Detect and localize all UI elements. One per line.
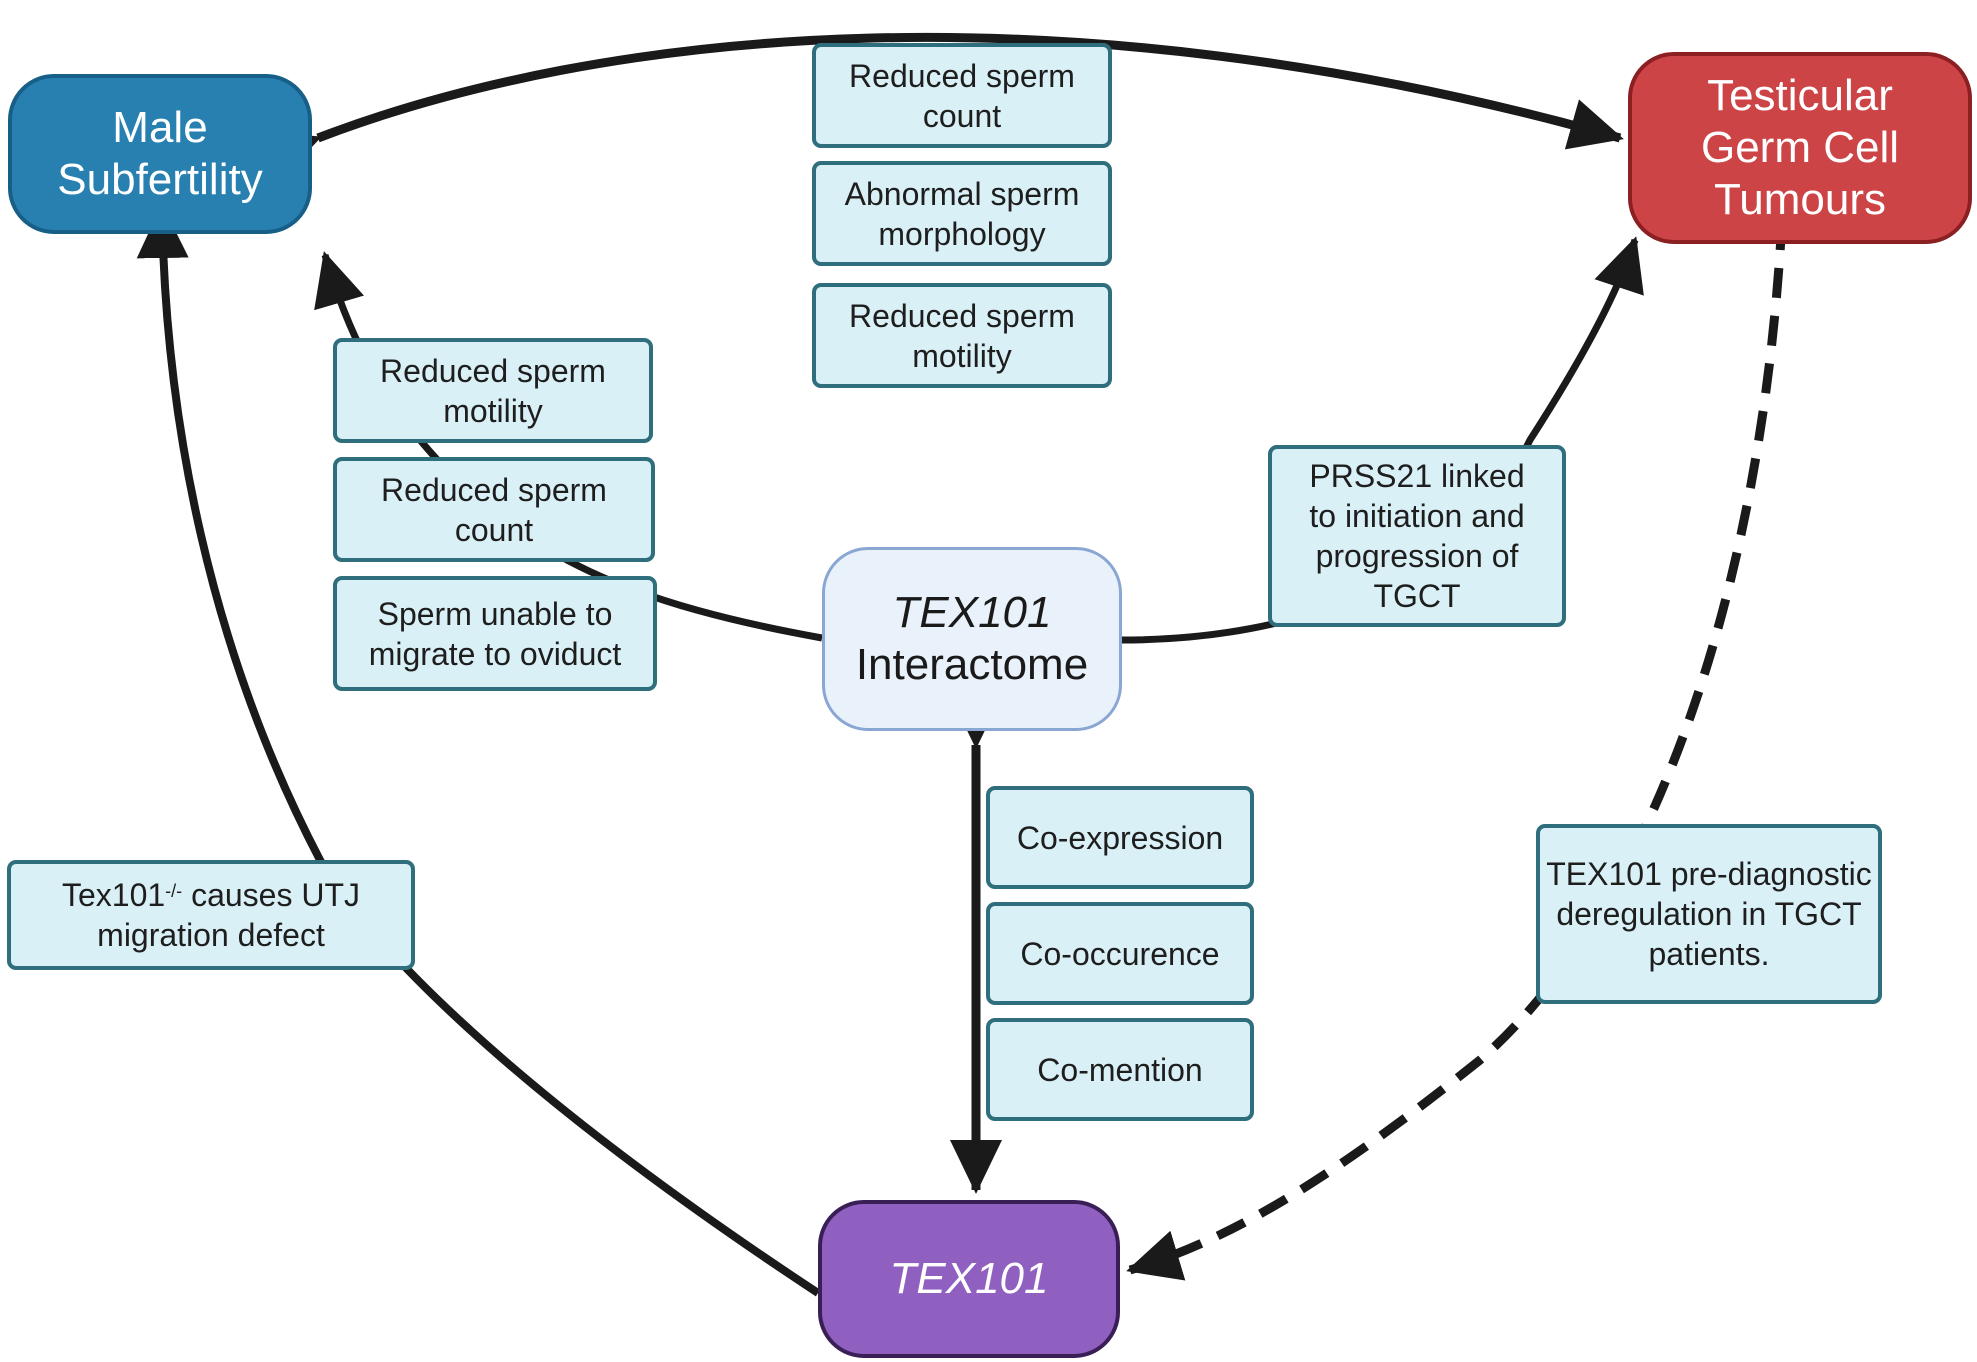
label-top-reduced-count: Reduced sperm count (812, 43, 1112, 148)
label-top-reduced-count-text: Reduced sperm count (849, 57, 1075, 134)
label-co-expression-text: Co-expression (1016, 819, 1224, 856)
label-tex101-utj-line1: Tex101-/- causes UTJ (62, 875, 360, 915)
label-top-abnormal-morphology: Abnormal sperm morphology (812, 161, 1112, 266)
label-tex101-utj: Tex101-/- causes UTJ migration defect (7, 860, 415, 970)
node-interactome-line2: Interactome (855, 640, 1089, 689)
label-top-abnormal-morphology-text: Abnormal sperm morphology (844, 175, 1080, 252)
label-prss21: PRSS21 linked to initiation and progress… (1268, 445, 1566, 627)
arc-tex101-male (136, 204, 821, 1297)
label-tex101-utj-sup: -/- (165, 881, 183, 901)
label-left-reduced-motility-text: Reduced sperm motility (380, 352, 606, 429)
label-prediagnostic-text: TEX101 pre-diagnostic deregulation in TG… (1546, 856, 1872, 972)
node-tgct-line1: Testicular (1707, 71, 1893, 120)
label-left-reduced-count: Reduced sperm count (333, 457, 655, 562)
label-left-sperm-unable-text: Sperm unable to migrate to oviduct (368, 595, 622, 672)
node-tex101-label: TEX101 (889, 1254, 1049, 1303)
label-co-occurence: Co-occurence (986, 902, 1254, 1005)
node-interactome-line1: TEX101 (892, 588, 1052, 637)
label-tex101-utj-line2: migration defect (97, 917, 325, 953)
label-top-reduced-motility: Reduced sperm motility (812, 283, 1112, 388)
label-tex101-utj-prefix: Tex101 (61, 877, 166, 913)
arc-male-tgct (262, 32, 1624, 181)
label-left-sperm-unable: Sperm unable to migrate to oviduct (333, 576, 657, 691)
node-male-line1: Male (112, 103, 208, 152)
label-prediagnostic: TEX101 pre-diagnostic deregulation in TG… (1536, 824, 1882, 1004)
label-left-reduced-count-text: Reduced sperm count (381, 471, 607, 548)
label-co-mention-text: Co-mention (1037, 1051, 1203, 1088)
node-tgct-line3: Tumours (1714, 175, 1886, 224)
label-co-mention: Co-mention (986, 1018, 1254, 1121)
label-co-occurence-text: Co-occurence (1020, 935, 1220, 972)
label-co-expression: Co-expression (986, 786, 1254, 889)
label-top-reduced-motility-text: Reduced sperm motility (849, 297, 1075, 374)
label-tex101-utj-suffix: causes UTJ (182, 877, 360, 913)
node-tgct-line2: Germ Cell (1700, 123, 1900, 172)
node-male-line2: Subfertility (57, 155, 263, 204)
label-left-reduced-motility: Reduced sperm motility (333, 338, 653, 443)
label-prss21-text: PRSS21 linked to initiation and progress… (1309, 458, 1525, 614)
node-tex101: TEX101 (818, 1200, 1120, 1358)
